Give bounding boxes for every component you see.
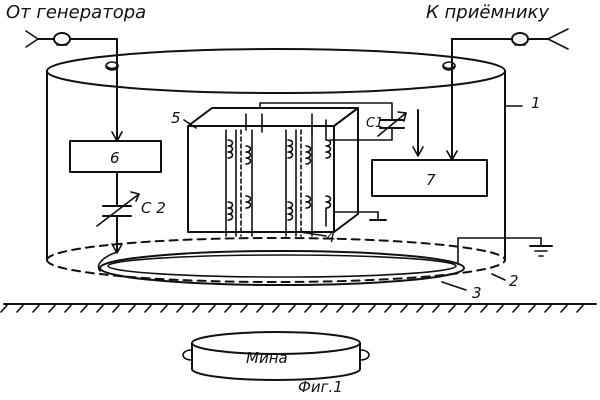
num-5-label: 5 [171,109,181,127]
receiver-connector [451,28,569,50]
to-receiver-label: К приёмнику [426,2,549,23]
leader-3 [441,281,467,291]
block-7: 7 [371,159,488,197]
capacitor-c1: C1 [259,102,407,141]
receiver-signal-path [412,38,458,161]
generator-connector [25,30,118,48]
loop-coil [97,250,465,286]
figure-caption: Фиг.1 [298,378,343,396]
from-generator-label: От генератора [6,2,146,23]
block-6-label: 6 [110,149,120,167]
housing-cylinder [46,48,506,283]
block-6: 6 [69,140,162,173]
num-2-label: 2 [509,272,519,290]
num-1-label: 1 [531,94,541,112]
receiver-feedthrough [442,61,456,71]
block-7-label: 7 [426,171,436,189]
num-3-label: 3 [472,284,482,302]
mine: Мина [182,331,370,381]
ground-connection [457,237,553,257]
capacitor-c2: C 2 [96,191,166,227]
c2-label: C 2 [141,199,166,217]
seabed-surface [0,303,597,313]
transformer-block: 5 4 [171,107,387,246]
num-4-label: 4 [326,228,336,246]
c1-label: C1 [366,116,383,131]
mine-label: Мина [246,349,288,367]
leader-2 [491,273,506,281]
